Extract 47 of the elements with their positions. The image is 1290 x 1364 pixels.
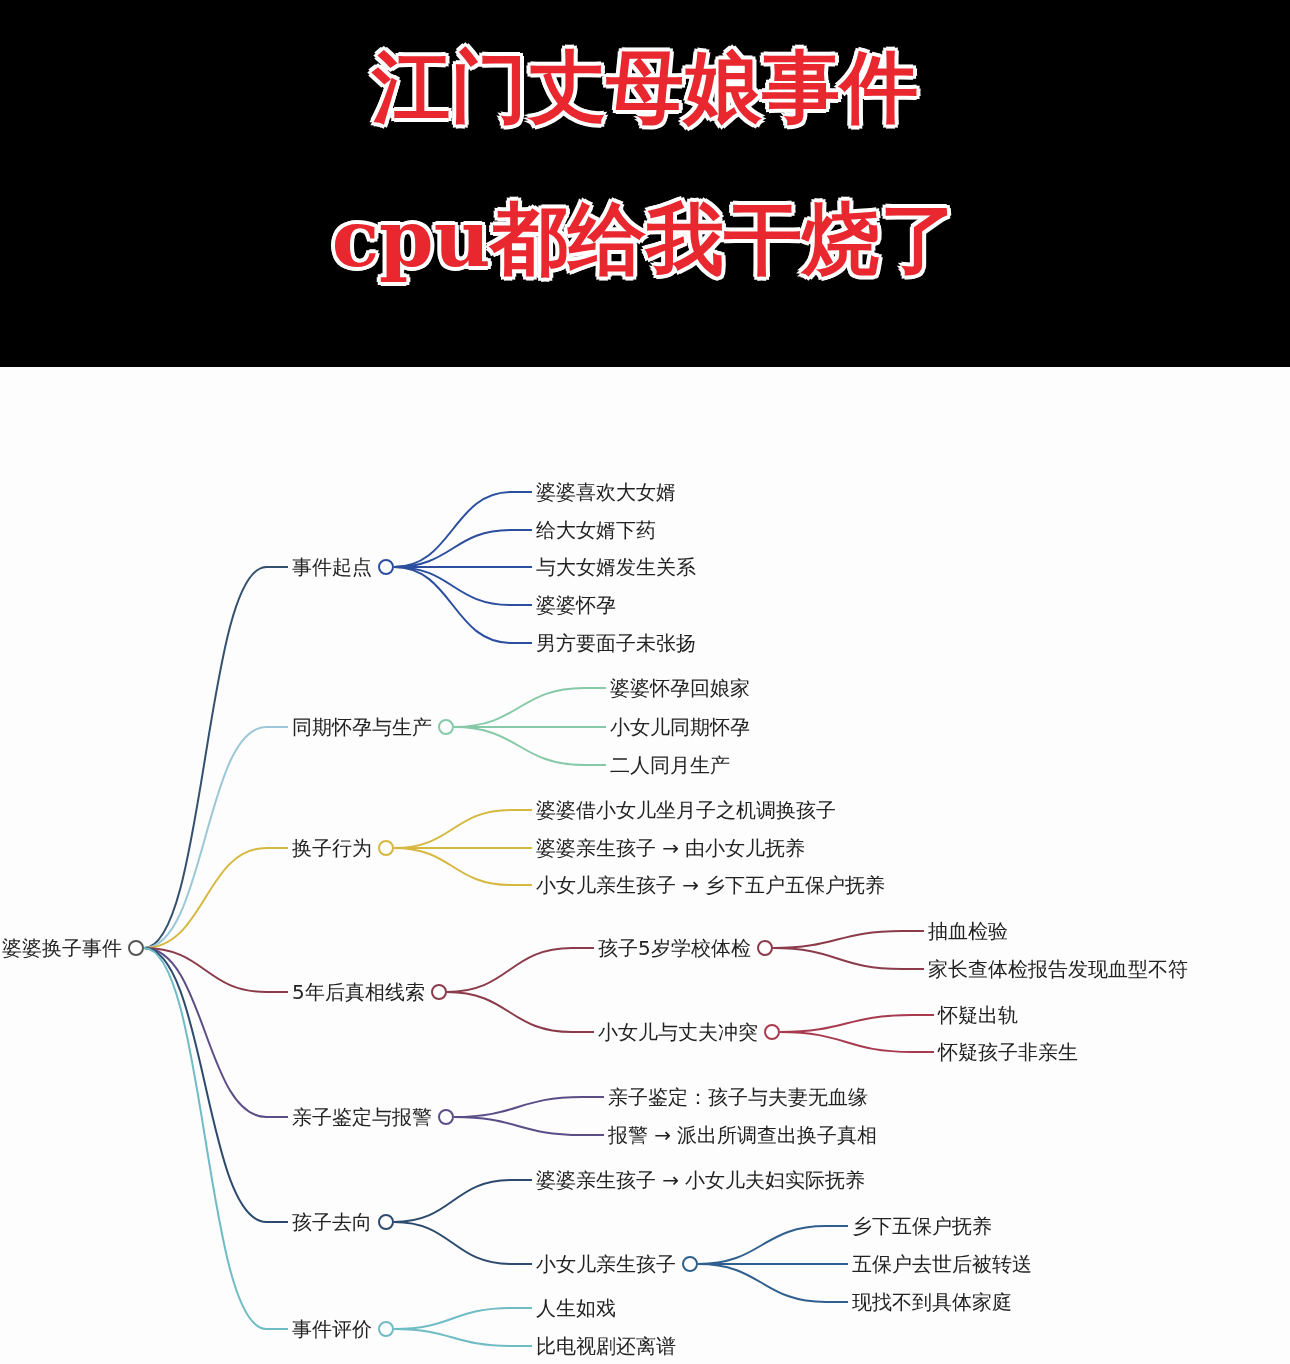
topic-text: 同期怀孕与生产 [292,714,432,741]
topic-text: 亲子鉴定：孩子与夫妻无血缘 [608,1084,868,1111]
topic-text: 婆婆换子事件 [2,935,122,962]
topic-text: 换子行为 [292,835,372,862]
branch-line [445,991,595,1033]
topic-text: 事件评价 [292,1316,372,1343]
topic-text: 婆婆亲生孩子 → 由小女儿抚养 [536,835,806,862]
title: 江门丈母娘事件 [372,41,918,132]
topic-text: 家长查体检报告发现血型不符 [928,956,1188,983]
topic-text: 抽血检验 [928,918,1008,945]
topic-text: 给大女婿下药 [536,517,656,544]
branch-line [697,1263,849,1303]
branch-line [393,1221,533,1265]
branch-line [771,947,925,970]
branch-line [453,1116,605,1136]
topic-text: 小女儿亲生孩子 → 乡下五户五保户抚养 [536,872,886,899]
topic-text: 小女儿同期怀孕 [610,714,750,741]
topic-text: 现找不到具体家庭 [852,1289,1012,1316]
topic-text: 乡下五保户抚养 [852,1213,992,1240]
topic-text: 比电视剧还离谱 [536,1333,676,1360]
topic-text: 小女儿亲生孩子 [536,1251,676,1278]
topic-text: 怀疑出轨 [938,1002,1018,1029]
subtitle: cpu都给我干烧了 [331,193,959,284]
topic-text: 孩子去向 [292,1209,372,1236]
branch-line [779,1031,935,1053]
topic-text: 婆婆喜欢大女婿 [536,479,676,506]
topic-text: 婆婆怀孕回娘家 [610,675,750,702]
branch-line [393,1328,533,1347]
topic-text: 事件起点 [292,554,372,581]
topic-text: 小女儿与丈夫冲突 [598,1019,758,1046]
branch-line [143,947,289,1330]
topic-text: 五保户去世后被转送 [852,1251,1032,1278]
topic-text: 报警 → 派出所调查出换子真相 [608,1122,878,1149]
topic-text: 婆婆怀孕 [536,592,616,619]
topic-text: 与大女婿发生关系 [536,554,696,581]
topic-text: 怀疑孩子非亲生 [938,1039,1078,1066]
topic-text: 亲子鉴定与报警 [292,1104,432,1131]
branch-line [453,726,607,766]
branch-line [393,847,533,886]
topic-text: 婆婆借小女儿坐月子之机调换孩子 [536,797,836,824]
topic-text: 孩子5岁学校体检 [598,935,751,962]
topic-text: 二人同月生产 [610,752,730,779]
branch-line [393,566,533,644]
topic-text: 婆婆亲生孩子 → 小女儿夫妇实际抚养 [536,1167,866,1194]
topic-text: 人生如戏 [536,1295,616,1322]
topic-text: 男方要面子未张扬 [536,630,696,657]
topic-text: 5年后真相线索 [292,979,425,1006]
